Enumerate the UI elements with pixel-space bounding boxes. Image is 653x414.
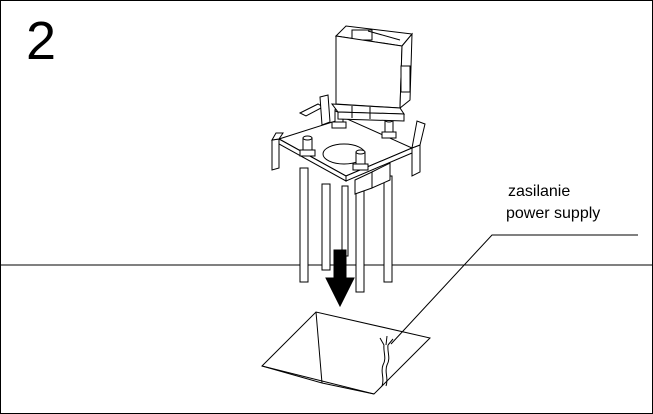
callout-leader [390,234,638,345]
callout-label-english: power supply [506,205,601,222]
mounting-plate [271,94,426,195]
ground-hole [261,311,431,395]
step-number: 2 [26,11,57,71]
actuator-unit [330,25,413,122]
power-cable [379,335,394,387]
callout-label-polish: zasilanie [508,183,571,200]
down-arrow-icon [325,249,355,308]
